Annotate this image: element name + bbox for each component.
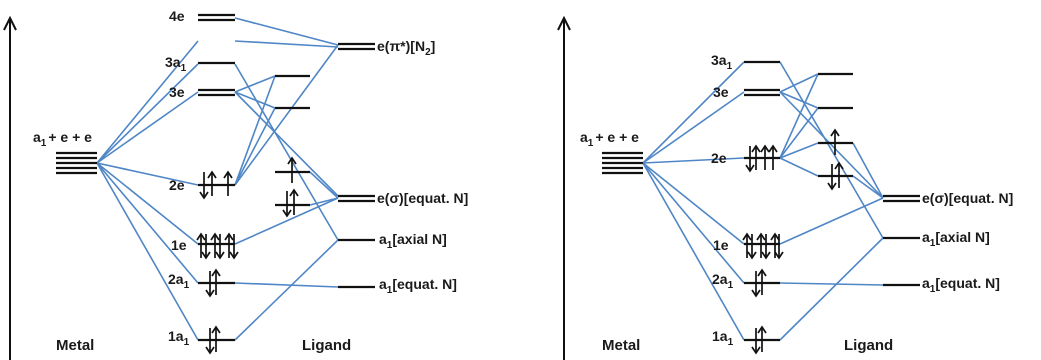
left-ligand-levels <box>338 42 375 289</box>
right-ligand-label-sigma: e(σ)[equat. N] <box>922 190 1013 206</box>
energy-axis-arrowhead <box>3 15 17 31</box>
left-panel: a1+ e + e <box>3 8 468 360</box>
left-ligand-axis-label: Ligand <box>302 337 351 354</box>
right-mo-levels <box>744 60 853 342</box>
left-ligand-label-axial: a1[axial N] <box>379 231 447 251</box>
energy-axis-arrowhead <box>557 15 571 31</box>
right-mo-label-3a1: 3a1 <box>711 52 733 72</box>
right-ligand-label-axial: a1[axial N] <box>922 229 990 249</box>
right-correlation-lines <box>642 61 884 341</box>
right-ligand-label-equat: a1[equat. N] <box>922 275 1000 295</box>
right-metal-axis-label: Metal <box>602 337 640 354</box>
left-metal-axis-label: Metal <box>56 337 94 354</box>
right-ligand-levels <box>883 194 920 287</box>
right-metal-label: a1+ e + e <box>580 129 639 149</box>
left-ligand-label-sigma: e(σ)[equat. N] <box>377 190 468 206</box>
right-mo-label-1a1: 1a1 <box>712 328 734 348</box>
right-mo-label-2e: 2e <box>711 150 727 166</box>
right-ligand-axis-label: Ligand <box>844 337 893 354</box>
left-correlation-lines <box>96 17 339 341</box>
right-panel: a1+ e + e <box>557 15 1013 360</box>
left-metal-levels <box>56 151 97 175</box>
left-mo-label-1a1: 1a1 <box>168 328 190 348</box>
left-mo-label-2a1: 2a1 <box>168 271 190 291</box>
right-electrons <box>742 128 844 355</box>
left-ligand-label-equat: a1[equat. N] <box>379 276 457 296</box>
left-ligand-label-pi-star: e(π*)[N2] <box>377 38 435 58</box>
left-electrons <box>196 156 299 355</box>
right-mo-label-3e: 3e <box>713 84 729 100</box>
left-mo-label-1e: 1e <box>171 237 187 253</box>
left-metal-label: a1+ e + e <box>33 129 92 149</box>
left-mo-label-3a1: 3a1 <box>165 54 187 74</box>
right-mo-label-2a1: 2a1 <box>712 271 734 291</box>
left-mo-label-3e: 3e <box>169 84 185 100</box>
left-mo-label-4e: 4e <box>169 8 185 24</box>
left-mo-label-2e: 2e <box>169 177 185 193</box>
right-mo-label-1e: 1e <box>713 237 729 253</box>
right-metal-levels <box>602 151 643 175</box>
